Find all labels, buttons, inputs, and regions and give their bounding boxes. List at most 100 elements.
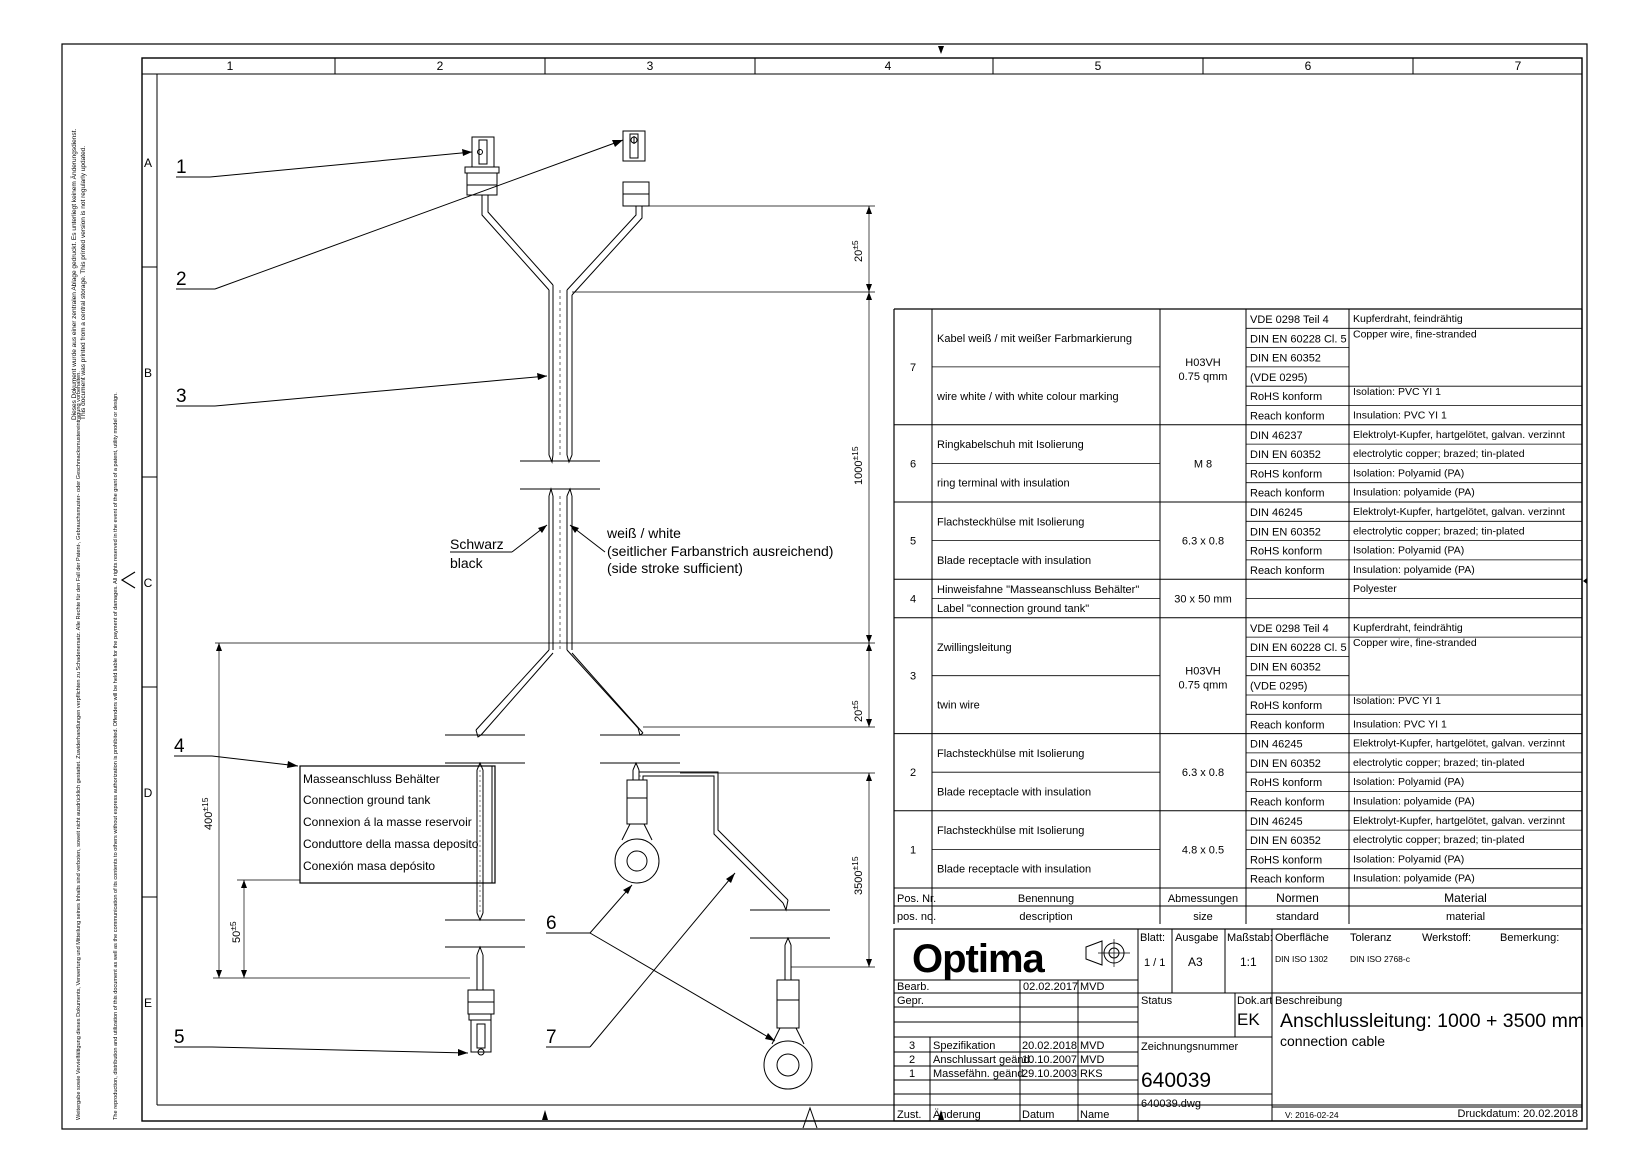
row-label: E xyxy=(144,996,152,1010)
bom-norm: RoHS konform xyxy=(1250,546,1322,558)
revision-date: 20.02.2018 xyxy=(1022,1040,1077,1052)
bom-material: Insulation: PVC YI 1 xyxy=(1353,410,1447,422)
callouts: 1 2 3 4 5 6 7 xyxy=(174,139,776,1056)
revision-number: 1 xyxy=(909,1068,915,1080)
white-label-2: (seitlicher Farbanstrich ausreichend) xyxy=(607,543,833,559)
datum-label: Datum xyxy=(1022,1109,1054,1121)
status-label: Status xyxy=(1141,995,1173,1007)
callout-number: 6 xyxy=(546,913,557,934)
bom-description-en: Blade receptacle with insulation xyxy=(937,787,1091,799)
bom-description-de: Flachsteckhülse mit Isolierung xyxy=(937,516,1084,528)
revision-text: Massefähn. geänd. xyxy=(933,1068,1027,1080)
row-label: B xyxy=(144,366,152,380)
bom-description-de: Flachsteckhülse mit Isolierung xyxy=(937,748,1084,760)
bom-material: Isolation: Polyamid (PA) xyxy=(1353,545,1464,557)
bom-material: electrolytic copper; brazed; tin-plated xyxy=(1353,448,1525,460)
column-label: 1 xyxy=(227,59,234,73)
bom-norm: Reach konform xyxy=(1250,488,1325,500)
svg-text:1000±15: 1000±15 xyxy=(850,446,865,485)
callout-number: 4 xyxy=(174,736,185,757)
bom-header-size: Abmessungen xyxy=(1168,893,1238,905)
blade-receptacle-top-left xyxy=(464,136,500,196)
black-label-de: Schwarz xyxy=(450,536,504,552)
bom-norm: (VDE 0295) xyxy=(1250,681,1307,693)
revision-by: RKS xyxy=(1080,1068,1103,1080)
bom-header-description: Benennung xyxy=(1018,893,1074,905)
title-block: Optima Blatt: 1 / 1 Ausgabe A3 Maßstab: … xyxy=(893,928,1584,1122)
row-ruler: A B C D E xyxy=(142,156,157,1010)
bom-norm: Reach konform xyxy=(1250,797,1325,809)
bom-material: Isolation: Polyamid (PA) xyxy=(1353,467,1464,479)
black-label-en: black xyxy=(450,555,484,571)
bom-material: Insulation: polyamide (PA) xyxy=(1353,564,1475,576)
bom-description-de: Ringkabelschuh mit Isolierung xyxy=(937,439,1084,451)
twin-wire-middle xyxy=(520,487,600,650)
bom-description-de: Zwillingsleitung xyxy=(937,642,1012,654)
svg-text:20±5: 20±5 xyxy=(850,700,865,722)
revision-number: 2 xyxy=(909,1054,915,1066)
bom-size: 6.3 x 0.8 xyxy=(1182,536,1224,548)
bom-norm: (VDE 0295) xyxy=(1250,372,1307,384)
label-line: Masseanschluss Behälter xyxy=(303,772,440,786)
blatt-value: 1 / 1 xyxy=(1144,957,1165,969)
bom-header-pos-en: pos. no. xyxy=(897,911,936,923)
bom-description-de: Flachsteckhülse mit Isolierung xyxy=(937,825,1084,837)
bom-material: Isolation: Polyamid (PA) xyxy=(1353,776,1464,788)
column-label: 6 xyxy=(1305,59,1312,73)
revision-by: MVD xyxy=(1080,1040,1105,1052)
bom-header-material: Material xyxy=(1444,891,1487,905)
revision-by: MVD xyxy=(1080,1054,1105,1066)
bom-size: H03VH xyxy=(1185,357,1221,369)
massstab-value: 1:1 xyxy=(1240,955,1257,969)
dokart-label: Dok.art xyxy=(1237,995,1272,1007)
blade-receptacle-bottom xyxy=(467,989,495,1056)
bom-size: M 8 xyxy=(1194,458,1212,470)
svg-text:20±5: 20±5 xyxy=(850,240,865,262)
bom-norm: RoHS konform xyxy=(1250,700,1322,712)
bom-description-en: Label "connection ground tank" xyxy=(937,603,1089,615)
side-note-en-1: This document was printed from a central… xyxy=(80,146,87,420)
projection-symbol-icon xyxy=(1085,939,1130,967)
callout-number: 3 xyxy=(176,386,187,407)
toleranz-label: Toleranz xyxy=(1350,932,1392,944)
callout-number: 5 xyxy=(174,1027,185,1048)
bom-pos-number: 3 xyxy=(910,671,916,683)
bom-norm: RoHS konform xyxy=(1250,391,1322,403)
white-label-1: weiß / white xyxy=(606,525,681,541)
bom-material: Insulation: polyamide (PA) xyxy=(1353,796,1475,808)
bom-norm: DIN 46245 xyxy=(1250,739,1303,751)
bom-norm: RoHS konform xyxy=(1250,854,1322,866)
row-label: C xyxy=(144,576,153,590)
oberflaeche-value: DIN ISO 1302 xyxy=(1275,954,1328,964)
drawing-file: 640039.dwg xyxy=(1141,1098,1201,1110)
dim-tolerance: ±15 xyxy=(850,856,860,870)
bom-description-en: Blade receptacle with insulation xyxy=(937,555,1091,567)
row-label: A xyxy=(144,156,152,170)
template-version: V: 2016-02-24 xyxy=(1285,1110,1339,1120)
svg-text:50±5: 50±5 xyxy=(228,921,243,943)
centering-marks xyxy=(120,46,1587,1129)
twin-wire-upper xyxy=(520,285,600,464)
dim-tolerance: ±5 xyxy=(850,700,860,710)
bearb-by: MVD xyxy=(1080,981,1105,993)
bom-norm: VDE 0298 Teil 4 xyxy=(1250,623,1329,635)
column-ruler: 1 2 3 4 5 6 7 xyxy=(227,58,1522,74)
ring-terminal-lower xyxy=(763,979,813,1090)
revision-text: Anschlussart geänd. xyxy=(933,1054,1033,1066)
bom-norm: RoHS konform xyxy=(1250,777,1322,789)
bom-description-en: ring terminal with insulation xyxy=(937,478,1070,490)
bom-pos-number: 7 xyxy=(910,362,916,374)
bom-norm: DIN 46245 xyxy=(1250,507,1303,519)
blatt-label: Blatt: xyxy=(1140,932,1165,944)
bom-norm: Reach konform xyxy=(1250,874,1325,886)
callout-number: 7 xyxy=(546,1027,557,1048)
bom-material: Isolation: PVC YI 1 xyxy=(1353,386,1441,398)
bom-material: Kupferdraht, feindrähtig xyxy=(1353,313,1463,325)
print-date: Druckdatum: 20.02.2018 xyxy=(1458,1108,1578,1120)
bom-norm: DIN 46237 xyxy=(1250,430,1303,442)
bom-size: H03VH xyxy=(1185,666,1221,678)
ring-terminal-upper xyxy=(614,779,660,884)
zust-label: Zust. xyxy=(897,1109,921,1121)
bom-material: Elektrolyt-Kupfer, hartgelötet, galvan. … xyxy=(1353,815,1565,827)
